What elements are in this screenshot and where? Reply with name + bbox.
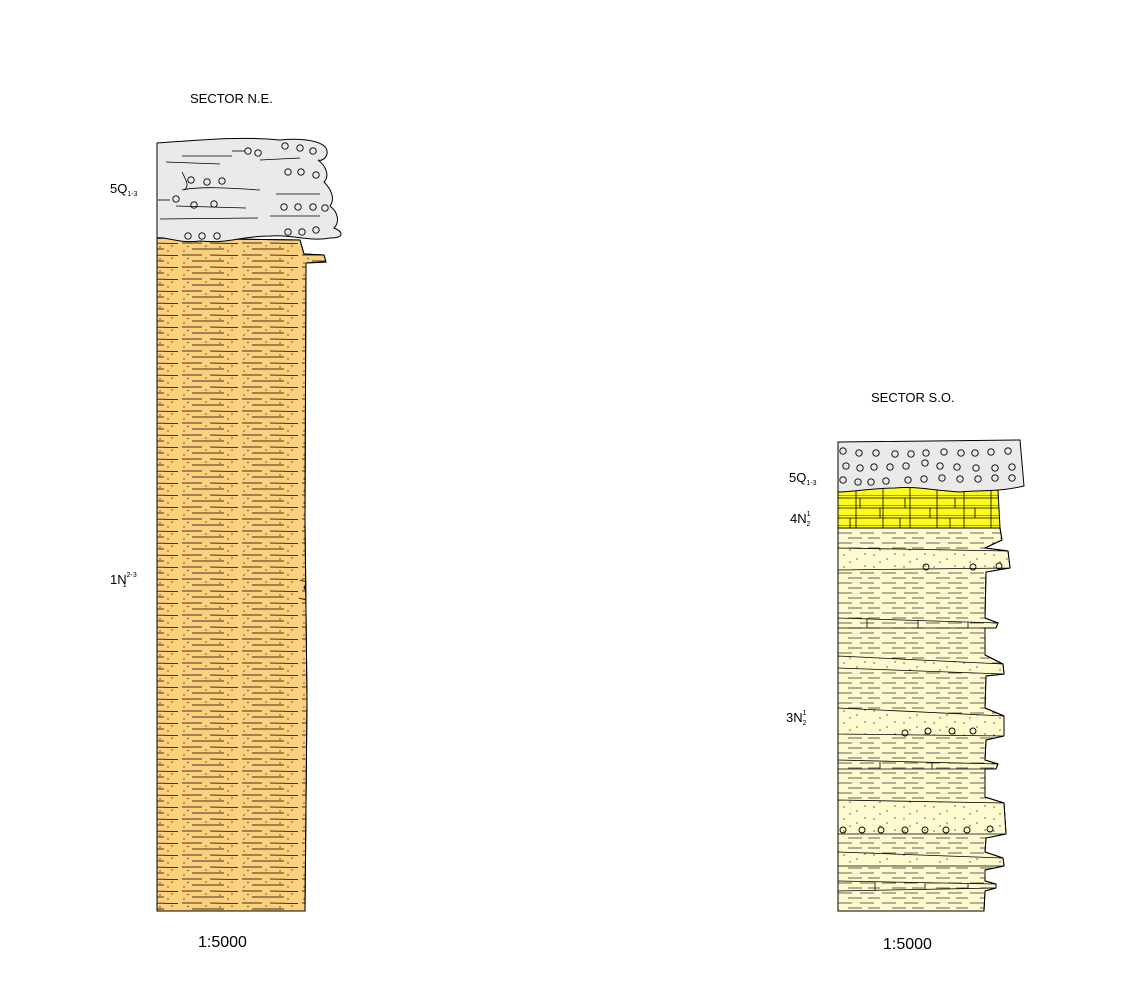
column-sector-so: [837, 439, 1025, 912]
gravel-pebbles-ne: [172, 142, 329, 240]
title-sector-so: SECTOR S.O.: [871, 390, 955, 405]
pebbles-so-marl: [839, 562, 1003, 834]
scale-sector-so: 1:5000: [883, 936, 932, 953]
gravel-pebbles-so: [839, 447, 1016, 486]
title-sector-ne: SECTOR N.E.: [190, 91, 273, 106]
label-5q-so: 5Q1-3: [789, 470, 817, 487]
unit-5q-gravel-body-so: [837, 439, 1025, 493]
scale-sector-ne: 1:5000: [198, 934, 247, 951]
column-sector-ne: [156, 137, 342, 912]
label-5q-ne: 5Q1-3: [110, 181, 138, 198]
